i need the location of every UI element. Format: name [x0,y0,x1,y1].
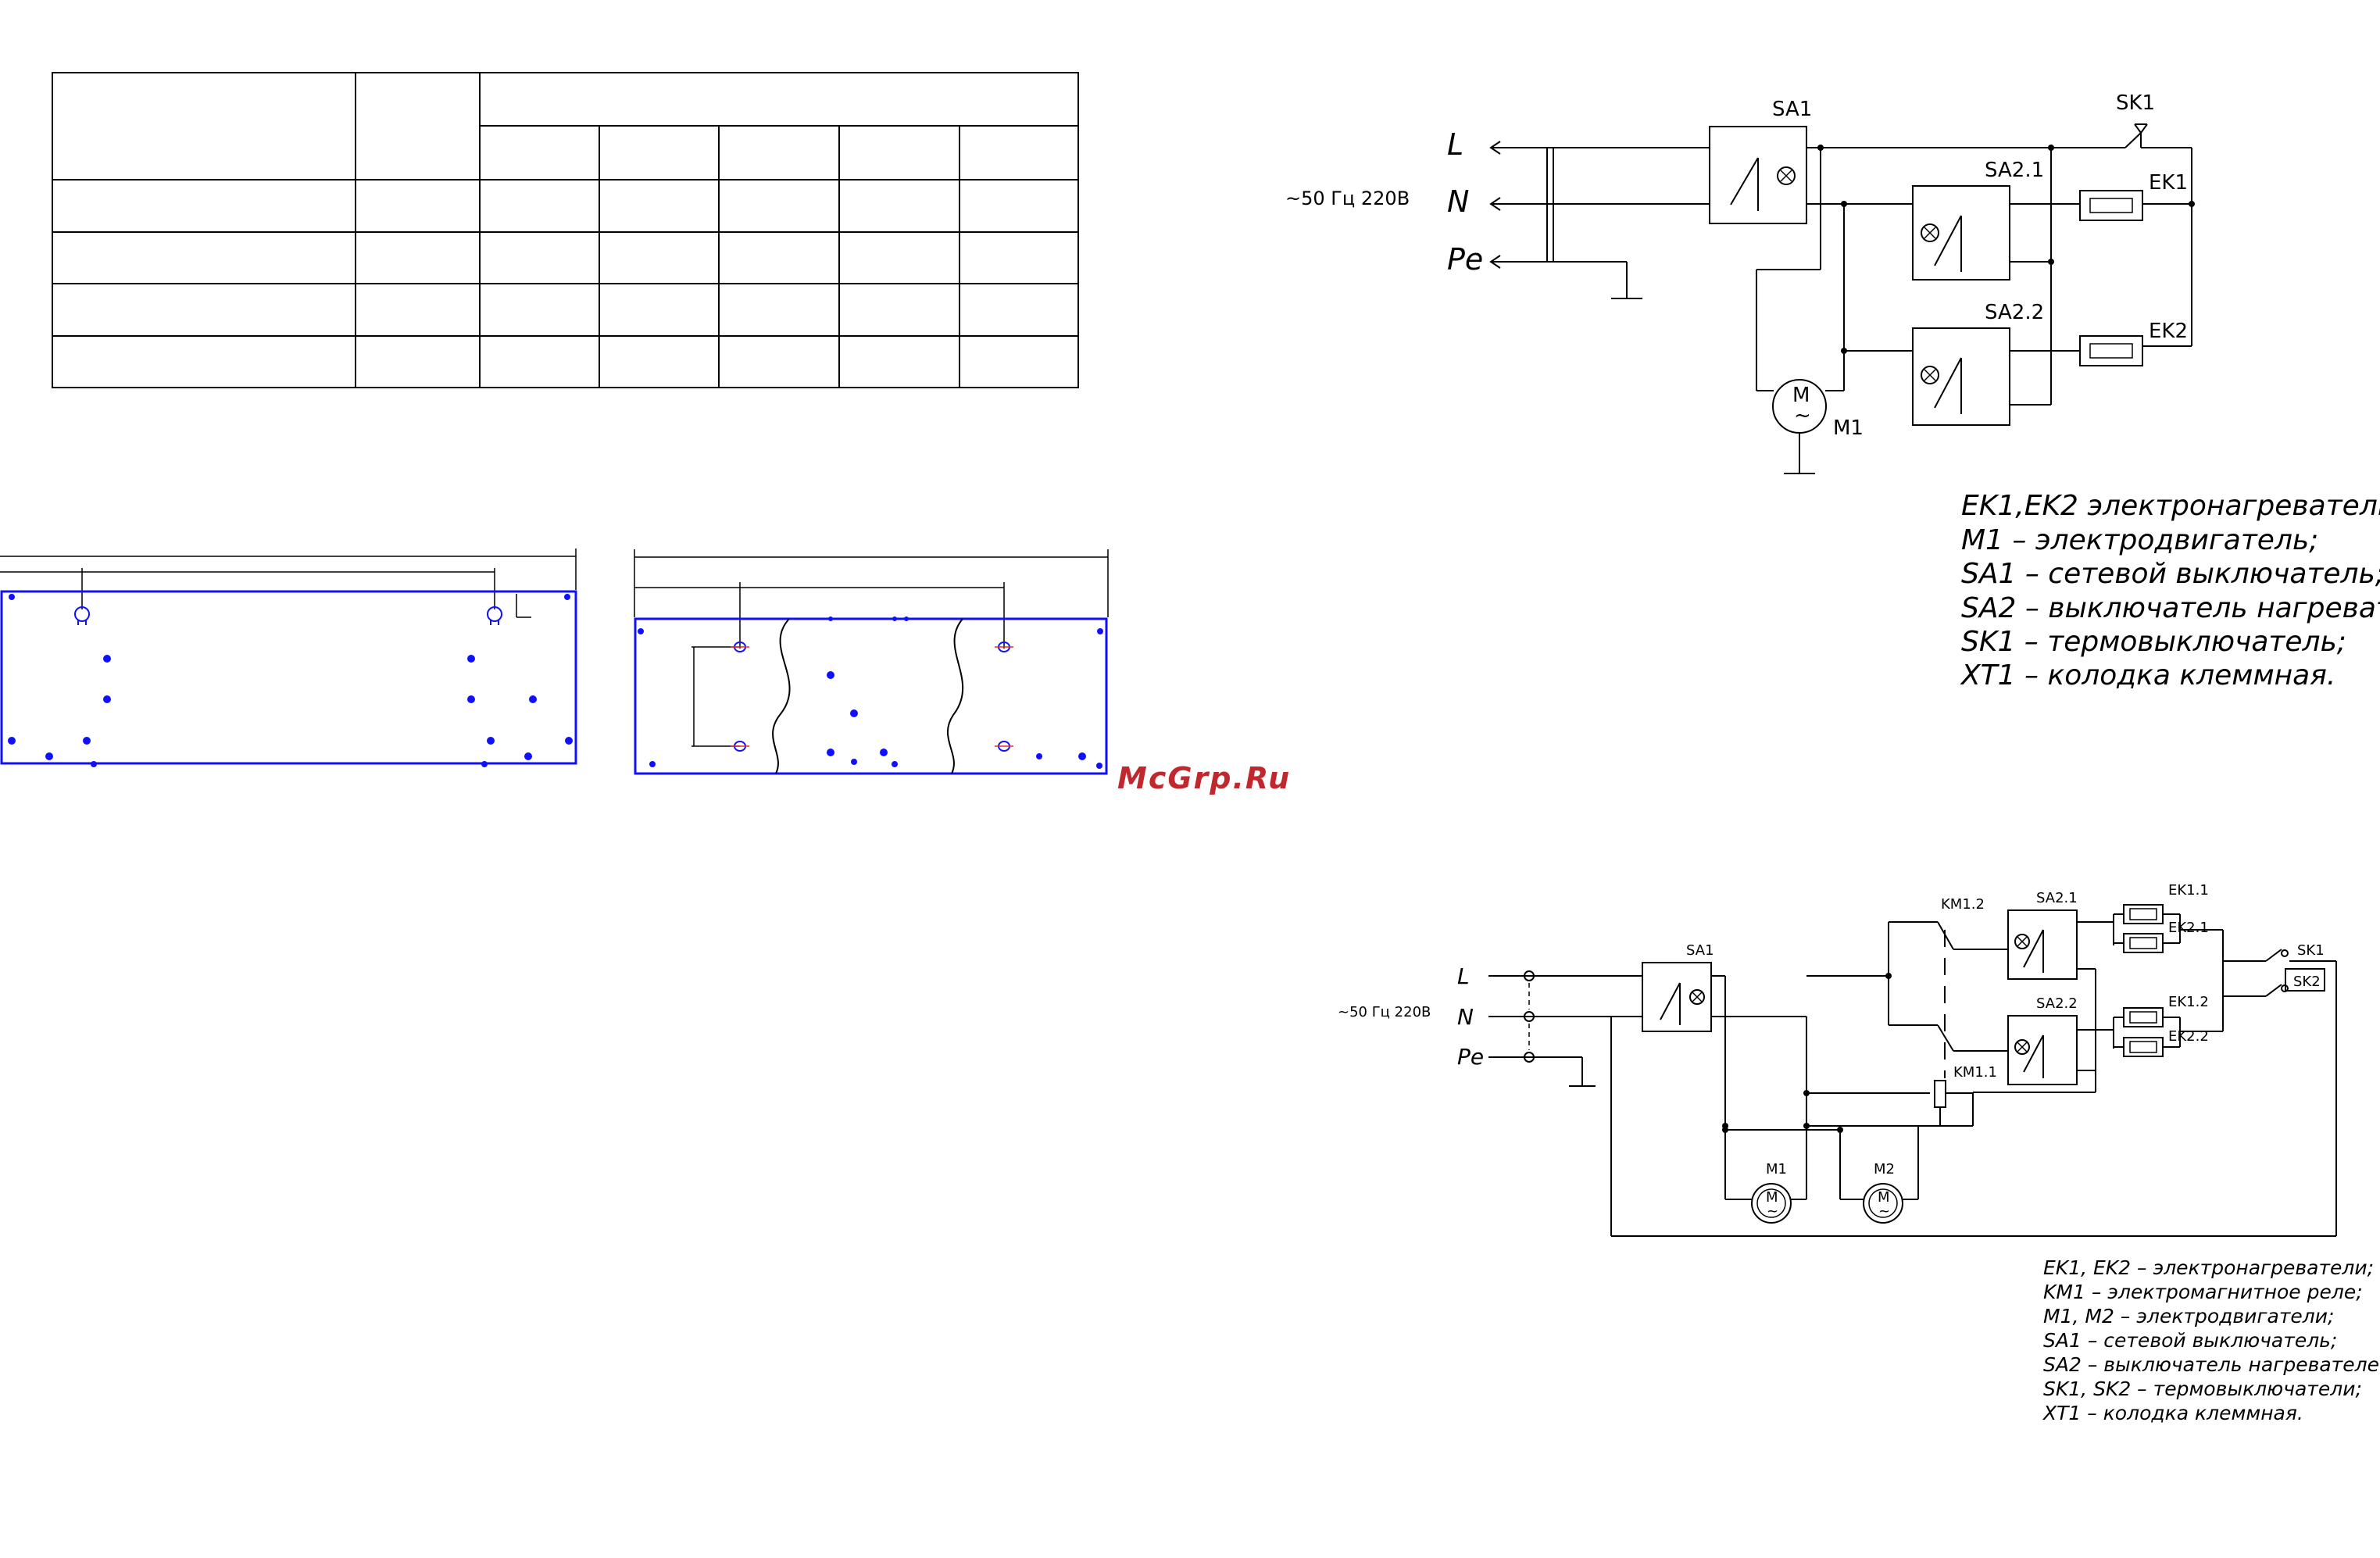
legend-line: SA1 – сетевой выключатель; [1961,558,2380,590]
spec-table [52,72,1079,388]
ek22-label: EK2.2 [2168,1028,2209,1045]
legend-line: SA2 – выключатель нагревателей; [1961,592,2380,624]
ek2-label: EK2 [2149,320,2188,343]
legend-line: SA2 – выключатель нагревателей; [2043,1353,2380,1376]
sa1-label: SA1 [1772,98,1812,121]
legend-line: XT1 – колодка клеммная. [1960,659,2335,691]
m1-motor-tilde: ~ [1767,1203,1778,1220]
supply-label: ~50 Гц 220В [1285,188,1410,209]
keyhole-slot [731,641,749,652]
m1-label: M1 [1833,416,1864,440]
m1-label: M1 [1766,1161,1787,1177]
supply-label: ~50 Гц 220В [1338,1004,1431,1020]
km12-label: KM1.2 [1941,896,1985,913]
legend-line: M1, M2 – электродвигатели; [2043,1305,2334,1328]
ek12-label: EK1.2 [2168,994,2209,1010]
keyhole-slot [995,641,1013,652]
legend-line: KM1 – электромагнитное реле; [2043,1281,2363,1303]
keyhole-slot [74,606,90,625]
mounting-drawing-left [0,549,577,767]
keyhole-slot [731,741,749,752]
ek21-label: EK2.1 [2168,920,2209,936]
legend-line: SK1, SK2 – термовыключатели; [2043,1378,2362,1400]
ek1-label: EK1 [2149,171,2188,195]
keyhole-slot [995,741,1013,752]
m1-motor-letter: M [1766,1189,1778,1206]
sa22-label: SA2.2 [1985,301,2044,324]
sa22-label: SA2.2 [2036,995,2078,1012]
sa21-label: SA2.1 [1985,159,2044,182]
legend-line: XT1 – колодка клеммная. [2042,1402,2303,1424]
legend-line: SK1 – термовыключатель; [1961,626,2346,658]
sk1-label: SK1 [2297,942,2325,959]
line-pe-label: Pe [1457,1044,1484,1070]
legend-line: EK1, EK2 – электронагреватели; [2043,1256,2374,1279]
legend-line: M1 – электродвигатель; [1961,524,2318,556]
m2-label: M2 [1874,1161,1895,1177]
wiring-diagram-2: ~50 Гц 220В L N Pe SA1 [1338,882,2380,1424]
line-n-label: N [1447,184,1469,219]
sa21-label: SA2.1 [2036,890,2078,906]
mounting-drawing-right [634,549,1109,775]
legend-line: EK1,EK2 электронагреватели; [1961,490,2380,522]
line-l-label: L [1457,963,1470,989]
line-n-label: N [1457,1004,1474,1030]
ek11-label: EK1.1 [2168,882,2209,899]
watermark: McGrp.Ru [1117,761,1291,795]
line-pe-label: Pe [1447,242,1483,277]
sa1-label: SA1 [1686,942,1714,959]
legend-line: SA1 – сетевой выключатель; [2043,1329,2337,1352]
m2-motor-tilde: ~ [1878,1203,1890,1220]
m2-motor-letter: M [1878,1189,1890,1206]
sk2-label: SK2 [2293,974,2321,990]
line-l-label: L [1447,127,1463,162]
wiring-diagram-1: ~50 Гц 220В L N Pe SA1 SK1 [1285,91,2380,691]
m1-motor-letter: M [1792,384,1810,407]
keyhole-slot [487,606,502,625]
sk1-label: SK1 [2116,91,2155,115]
m1-motor-tilde: ~ [1794,404,1811,427]
km11-label: KM1.1 [1953,1064,1997,1081]
